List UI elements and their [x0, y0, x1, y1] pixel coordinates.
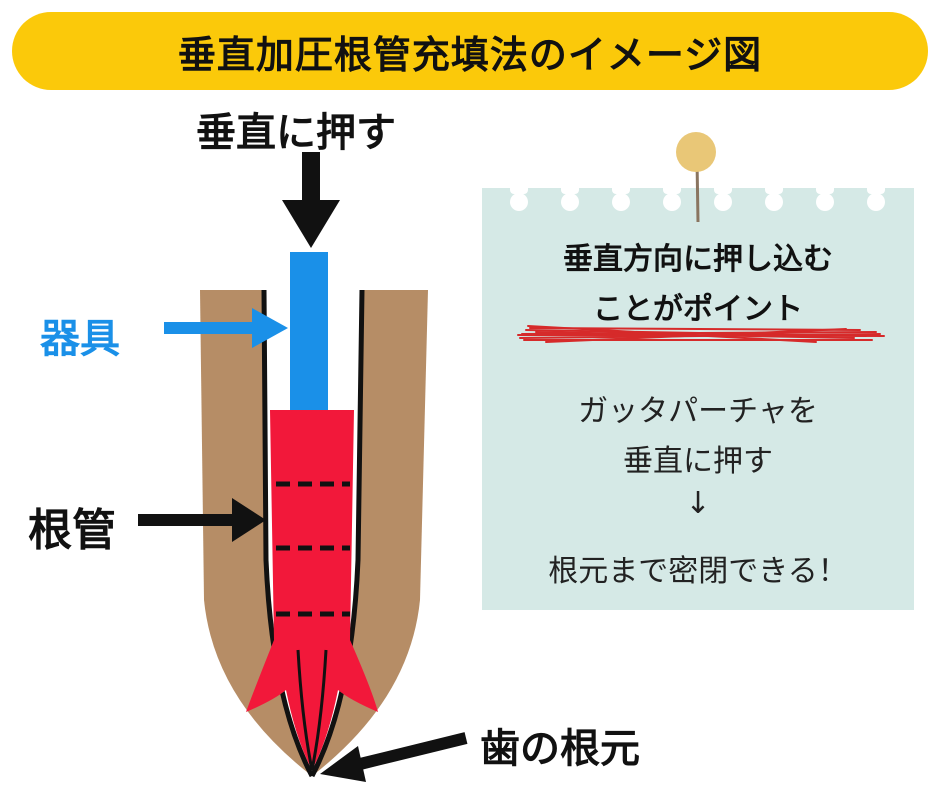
label-push-vertical: 垂直に押す — [196, 110, 396, 156]
note-headline-1: 垂直方向に押し込む — [563, 242, 833, 277]
note-down-arrow-icon: ↓ — [685, 486, 711, 521]
note-body-3: 根元まで密閉できる！ — [548, 554, 848, 589]
root-arrow-head — [320, 746, 366, 782]
note-card: 垂直方向に押し込む ことがポイント ガッタパーチャを 垂直に押す ↓ 根元まで密… — [482, 180, 914, 610]
tool-arrow-shaft — [164, 322, 260, 334]
push-pin-icon — [676, 132, 716, 223]
gutta-percha-fill — [246, 410, 378, 770]
fill-line-right — [310, 649, 328, 771]
instrument-plugger — [290, 252, 328, 410]
root-arrow-shaft — [350, 732, 468, 772]
note-body-1: ガッタパーチャを — [578, 394, 818, 429]
red-scribble-underline — [517, 325, 885, 343]
note-headline-2: ことがポイント — [593, 292, 803, 327]
canal-arrow-shaft — [138, 514, 238, 526]
title-banner: 垂直加圧根管充填法のイメージ図 — [12, 12, 928, 90]
label-root-tip: 歯の根元 — [480, 726, 640, 772]
push-arrow-shaft — [302, 152, 320, 204]
note-body-2: 垂直に押す — [623, 444, 773, 479]
tool-arrow-head — [252, 308, 288, 348]
fill-line-left — [296, 649, 314, 771]
label-instrument: 器具 — [40, 316, 120, 362]
page-title: 垂直加圧根管充填法のイメージ図 — [177, 32, 763, 77]
canal-arrow-head — [232, 498, 266, 542]
push-arrow-head — [282, 200, 340, 248]
label-root-canal: 根管 — [28, 505, 116, 556]
